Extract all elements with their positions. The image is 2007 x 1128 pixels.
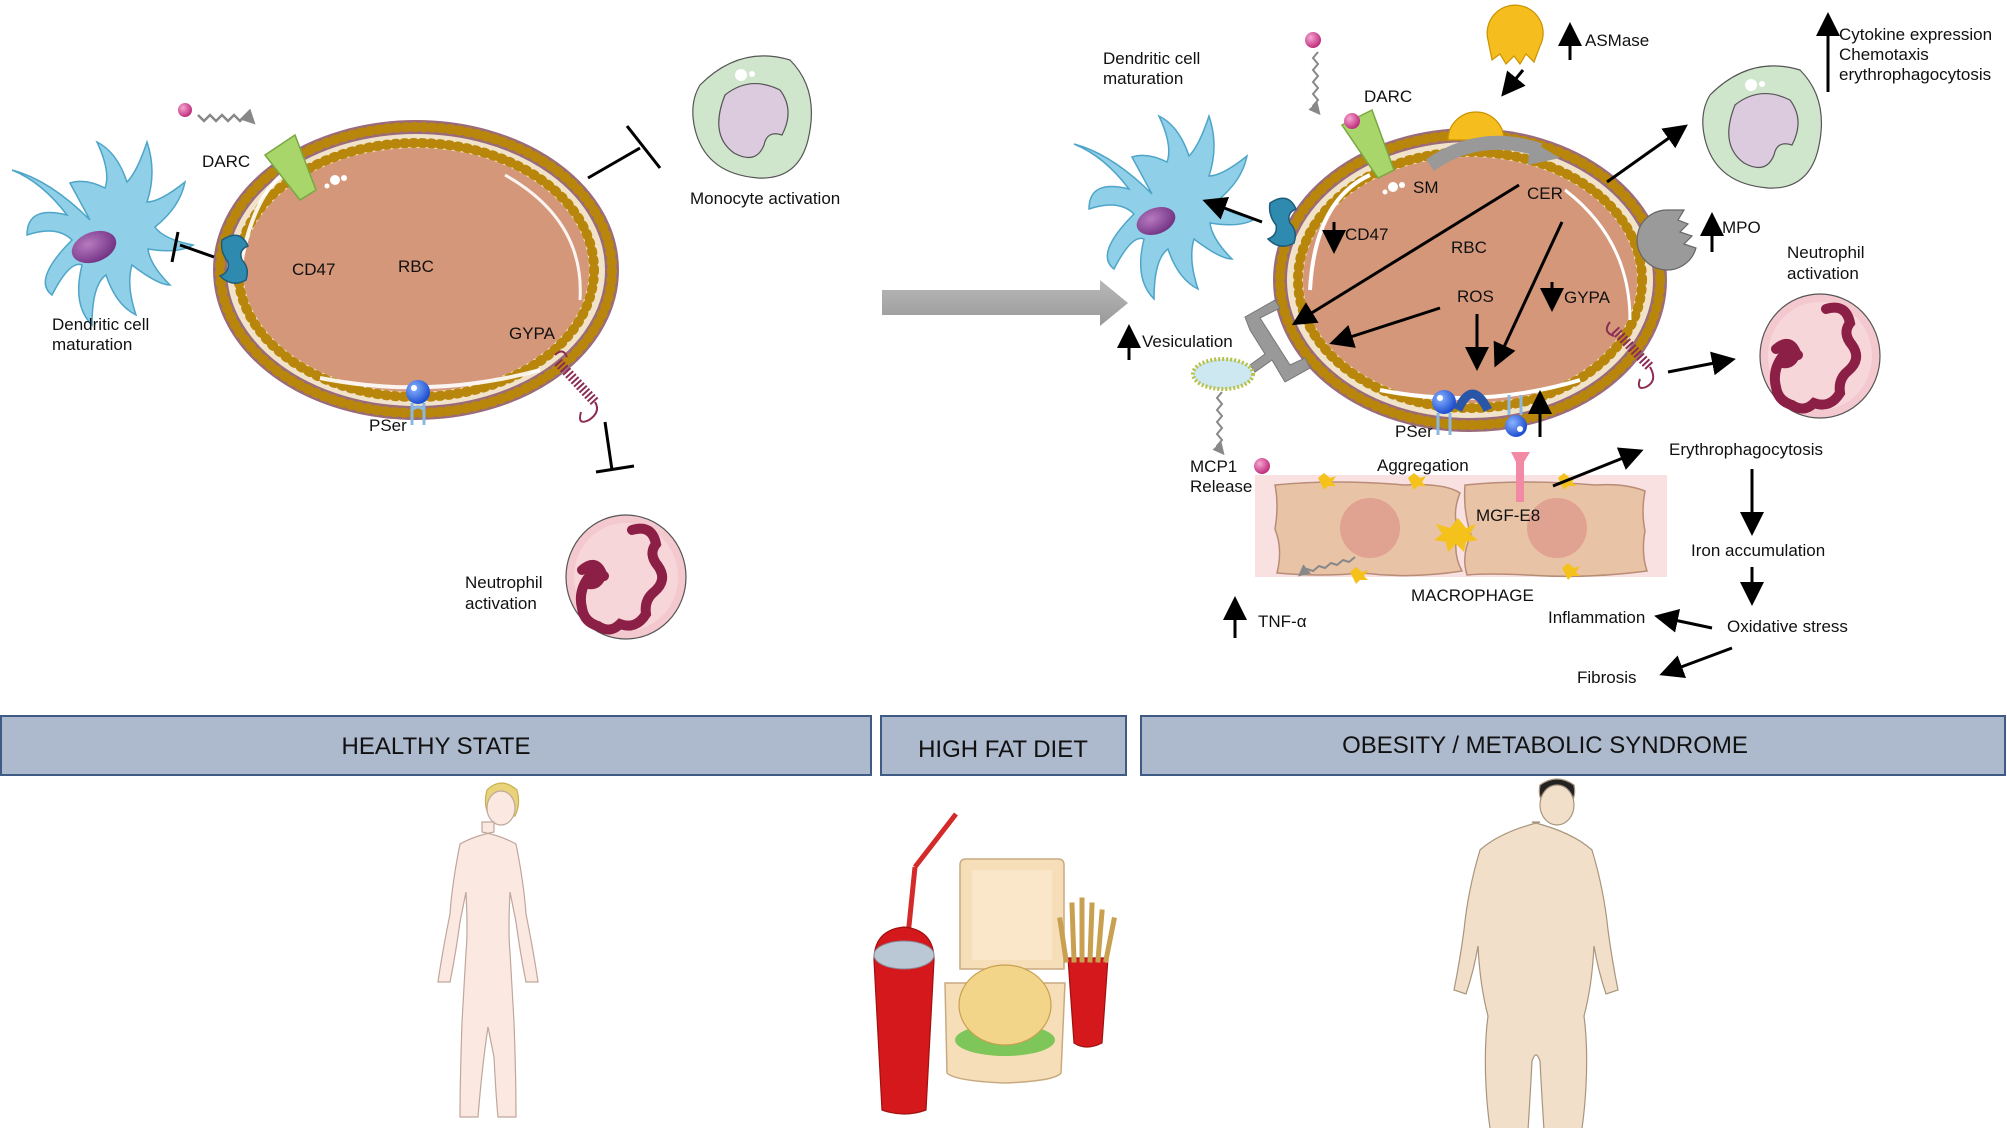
iron-accumulation-label: Iron accumulation — [1691, 541, 1825, 560]
mpo-enzyme-icon — [1636, 209, 1697, 271]
dendritic-label-obese-line1: Dendritic cell — [1103, 49, 1200, 68]
aggregation-label: Aggregation — [1377, 456, 1469, 475]
ros-label: ROS — [1457, 287, 1494, 306]
pser-label: PSer — [369, 416, 407, 435]
dendritic-cell-icon — [1073, 113, 1258, 301]
wavy-arrow-icon — [197, 108, 256, 125]
gypa-glycoprotein-icon — [554, 350, 599, 423]
transition-arrow-icon — [882, 280, 1128, 326]
inhibition-arrow-monocyte — [587, 125, 662, 180]
wavy-arrow-icon — [1308, 51, 1321, 116]
cer-label: CER — [1527, 184, 1563, 203]
mcp1-label-line2: Release — [1190, 477, 1252, 496]
vesiculation-channel-icon — [1244, 299, 1311, 383]
ligand-icon — [178, 103, 192, 117]
banner-healthy: HEALTHY STATE — [0, 715, 872, 776]
asmase-enzyme-icon — [1447, 4, 1544, 141]
cd47-label-obese: CD47 — [1345, 225, 1388, 244]
monocyte-cell-icon — [1702, 65, 1823, 189]
cer-to-vesiculation-arrow — [1291, 183, 1520, 326]
cd47-label: CD47 — [292, 260, 335, 279]
vesicle-icon — [1191, 357, 1255, 391]
obese-person-icon — [1453, 778, 1619, 1128]
fibrosis-label: Fibrosis — [1577, 668, 1637, 687]
tnf-label: TNF-α — [1258, 612, 1307, 631]
macrophage-icon — [1255, 473, 1667, 584]
pser-icon — [406, 380, 430, 425]
rbc-to-monocyte-arrow — [1606, 124, 1688, 184]
erythrophagocytosis-label: Erythrophagocytosis — [1669, 440, 1823, 459]
banner-obese-label: OBESITY / METABOLIC SYNDROME — [1342, 732, 1748, 759]
darc-label-obese: DARC — [1364, 87, 1412, 106]
dendritic-label-obese-line2: maturation — [1103, 69, 1183, 88]
obese-panel: DARC ASMase SM CER CD47 RBC ROS GYPA — [1073, 4, 1992, 687]
inhibition-arrow-neutrophil — [595, 421, 635, 474]
neutrophil-cell-icon — [565, 514, 687, 640]
fast-food-icon — [873, 812, 1117, 1115]
neutrophil-label-line1: Neutrophil — [465, 573, 543, 592]
sm-to-cer-arrow-icon — [1425, 135, 1543, 171]
pser-label-obese: PSer — [1395, 422, 1433, 441]
darc-receptor-icon — [263, 133, 317, 201]
neutrophil-label-obese-line2: activation — [1787, 264, 1859, 283]
cd47-receptor-icon — [218, 234, 250, 284]
gypa-label-obese: GYPA — [1564, 288, 1611, 307]
dendritic-label-line2: maturation — [52, 335, 132, 354]
neutrophil-label-line2: activation — [465, 594, 537, 613]
mcp1-label-line1: MCP1 — [1190, 457, 1237, 476]
inhibition-arrow-dendritic — [170, 231, 215, 263]
rbc-label: RBC — [398, 257, 434, 276]
banner-diet: HIGH FAT DIET — [880, 715, 1127, 776]
rbc-cell-healthy — [213, 120, 619, 420]
ligand-icon — [1305, 32, 1321, 48]
mgfe8-label: MGF-E8 — [1476, 506, 1540, 525]
monocyte-effect-0: Cytokine expression — [1839, 25, 1992, 44]
rbc-label-obese: RBC — [1451, 238, 1487, 257]
darc-label: DARC — [202, 152, 250, 171]
ros-to-membrane-arrow — [1329, 306, 1441, 348]
monocyte-label: Monocyte activation — [690, 189, 840, 208]
sm-to-cer-arrowhead-icon — [1528, 140, 1560, 165]
banner-obese: OBESITY / METABOLIC SYNDROME — [1140, 715, 2006, 776]
tnf-wavy-arrow-icon — [1297, 556, 1356, 577]
dendritic-cell-icon — [11, 139, 196, 327]
healthy-panel: DARC CD47 RBC GYPA PSer Dendritic cell m… — [11, 55, 840, 640]
rbc-cell-obese — [1273, 128, 1667, 432]
monocyte-effect-2: erythrophagocytosis — [1839, 65, 1991, 84]
neutrophil-label-obese-line1: Neutrophil — [1787, 243, 1865, 262]
gypa-to-neutrophil-arrow — [1667, 351, 1736, 376]
macrophage-label: MACROPHAGE — [1411, 586, 1534, 605]
banner-healthy-label: HEALTHY STATE — [342, 733, 531, 760]
mgfe8-receptor-icon — [1511, 452, 1530, 502]
ligand-icon — [1344, 113, 1360, 129]
monocyte-effect-1: Chemotaxis — [1839, 45, 1929, 64]
gypa-label: GYPA — [509, 324, 556, 343]
inflammation-label: Inflammation — [1548, 608, 1645, 627]
cd47-to-dendritic-arrow — [1202, 196, 1263, 224]
vesiculation-label: Vesiculation — [1142, 332, 1233, 351]
monocyte-cell-icon — [692, 55, 813, 179]
pser-flip-icon — [1432, 389, 1527, 437]
asmase-label: ASMase — [1585, 31, 1649, 50]
mpo-label: MPO — [1722, 218, 1761, 237]
cd47-receptor-icon — [1266, 197, 1298, 247]
to-erythrophagocytosis-arrow — [1552, 447, 1644, 488]
dendritic-label-line1: Dendritic cell — [52, 315, 149, 334]
mcp1-ligand-icon — [1254, 458, 1270, 474]
banner-diet-label: HIGH FAT DIET — [918, 736, 1088, 763]
neutrophil-cell-icon — [1759, 293, 1881, 419]
healthy-person-icon — [437, 782, 539, 1118]
oxidative-stress-label: Oxidative stress — [1727, 617, 1848, 636]
sm-label: SM — [1413, 178, 1439, 197]
gypa-glycoprotein-icon — [1605, 321, 1655, 389]
cer-to-pser-arrow — [1493, 221, 1564, 368]
wavy-arrow-icon — [1212, 391, 1225, 456]
